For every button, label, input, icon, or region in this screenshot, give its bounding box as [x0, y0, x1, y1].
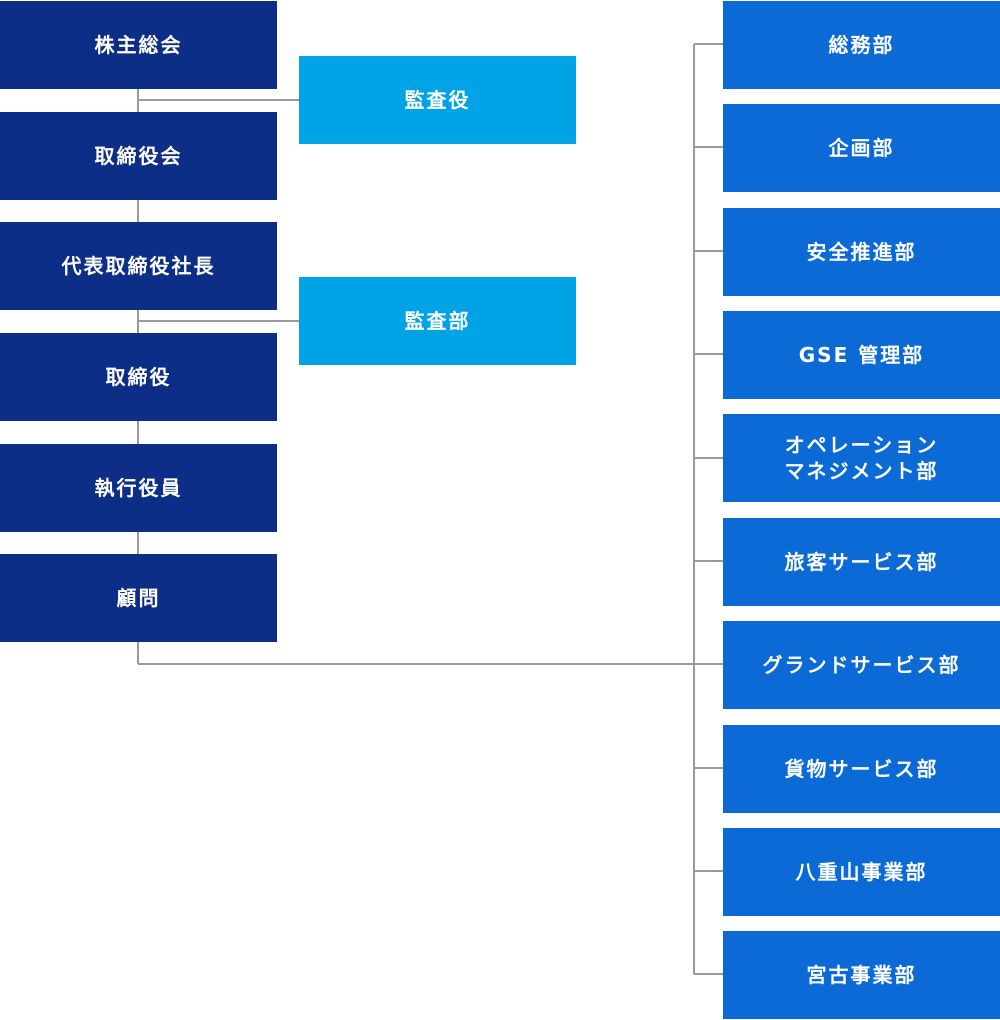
- node-operation-management: オペレーション マネジメント部: [723, 414, 1000, 502]
- node-shareholders-meeting: 株主総会: [0, 1, 277, 89]
- node-gse-management: GSE 管理部: [723, 311, 1000, 399]
- node-audit-department: 監査部: [299, 277, 576, 365]
- node-yaeyama-division: 八重山事業部: [723, 828, 1000, 916]
- node-miyako-division: 宮古事業部: [723, 931, 1000, 1019]
- node-planning: 企画部: [723, 104, 1000, 192]
- node-executive-officers: 執行役員: [0, 444, 277, 532]
- node-president: 代表取締役社長: [0, 222, 277, 310]
- node-ground-service: グランドサービス部: [723, 621, 1000, 709]
- node-passenger-service: 旅客サービス部: [723, 518, 1000, 606]
- node-safety-promotion: 安全推進部: [723, 208, 1000, 296]
- node-directors: 取締役: [0, 333, 277, 421]
- node-advisors: 顧問: [0, 554, 277, 642]
- node-auditor: 監査役: [299, 56, 576, 144]
- node-general-affairs: 総務部: [723, 1, 1000, 89]
- node-cargo-service: 貨物サービス部: [723, 725, 1000, 813]
- node-board-of-directors: 取締役会: [0, 112, 277, 200]
